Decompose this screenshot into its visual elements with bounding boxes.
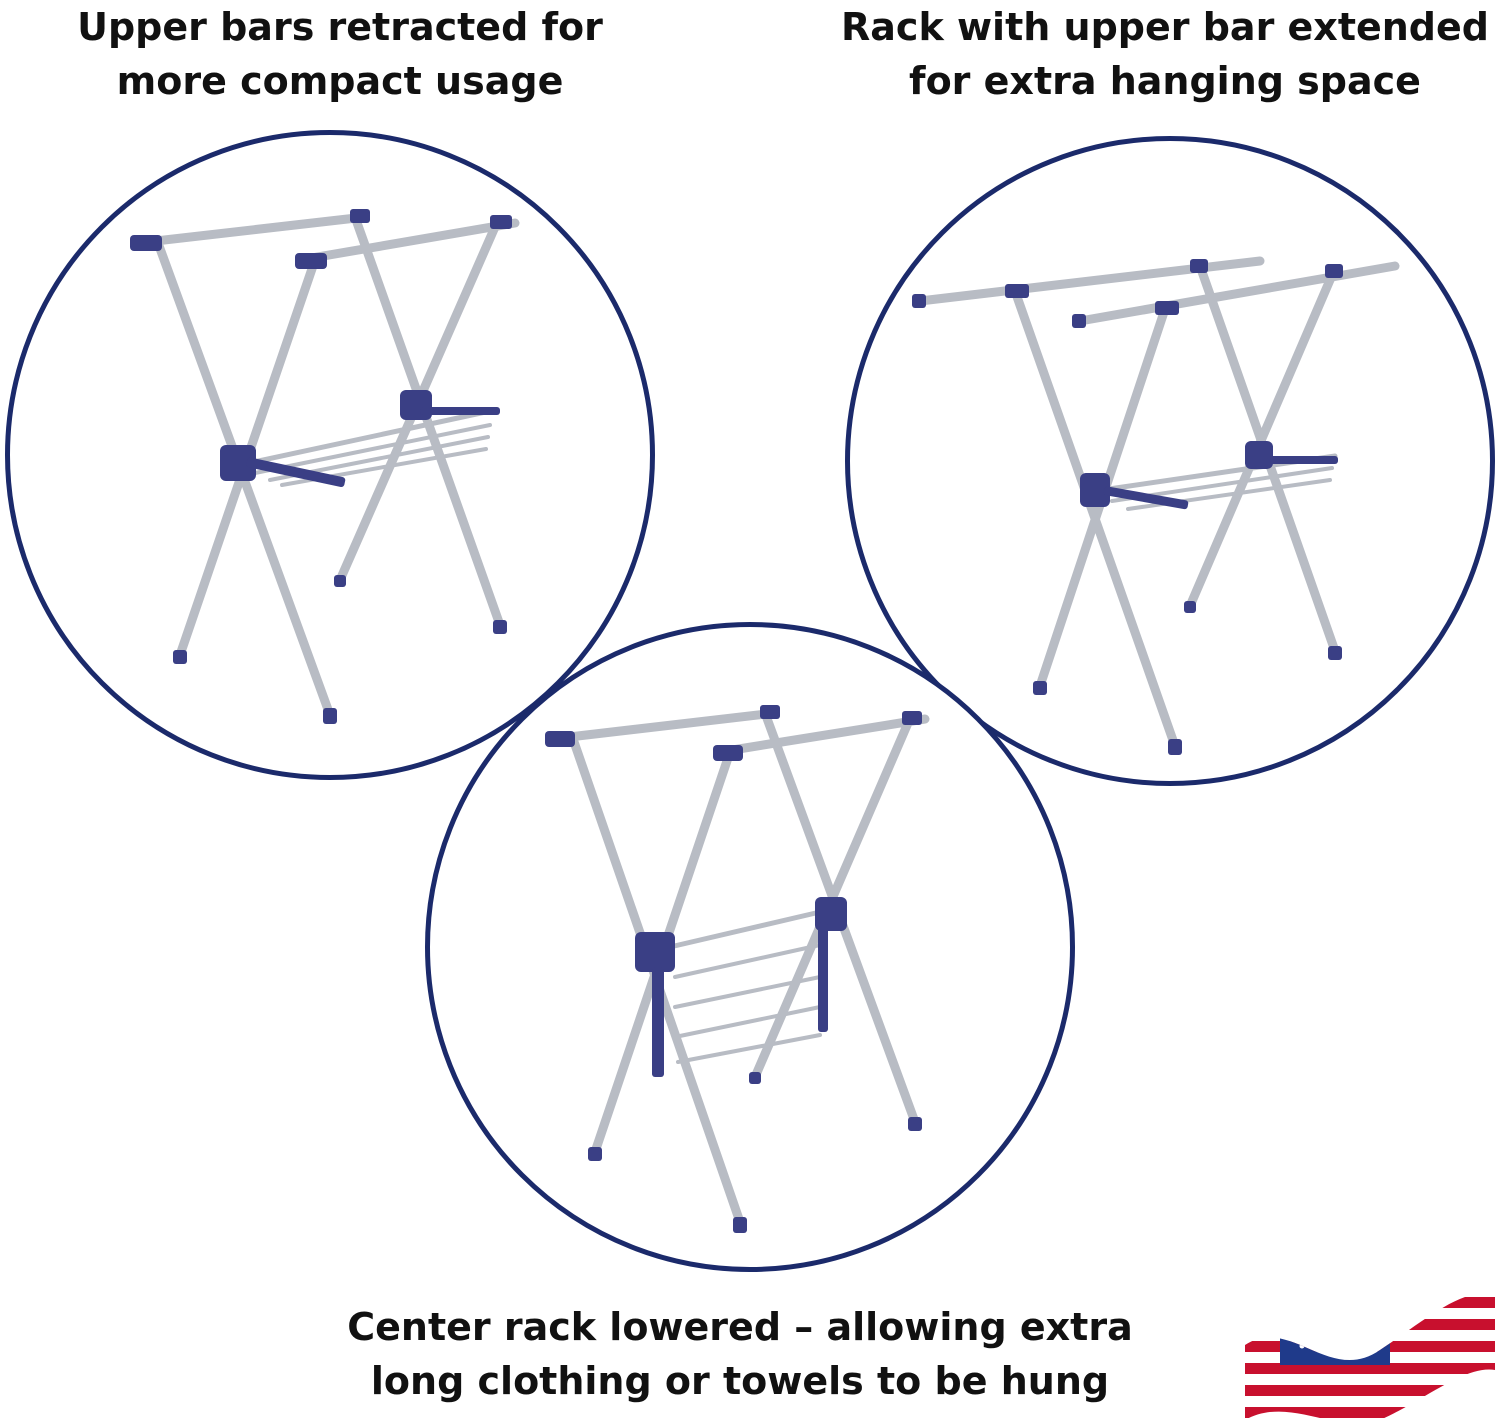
us-flag-icon (1245, 1293, 1495, 1420)
drying-rack-lowered-icon (545, 705, 930, 1233)
caption-extended: Rack with upper bar extended for extra h… (830, 0, 1500, 108)
caption-lowered: Center rack lowered – allowing extra lon… (300, 1300, 1180, 1408)
rack-extended-panel (845, 136, 1495, 786)
caption-line: more compact usage (116, 59, 564, 103)
caption-line: for extra hanging space (909, 59, 1421, 103)
rack-retracted-panel (5, 130, 655, 780)
drying-rack-extended-icon (912, 256, 1400, 755)
caption-line: Upper bars retracted for (77, 5, 603, 49)
caption-line: Rack with upper bar extended (841, 5, 1489, 49)
caption-line: Center rack lowered – allowing extra (347, 1305, 1133, 1349)
rack-lowered-panel (425, 622, 1075, 1272)
drying-rack-retracted-icon (130, 209, 520, 724)
caption-retracted: Upper bars retracted for more compact us… (40, 0, 640, 108)
caption-line: long clothing or towels to be hung (370, 1359, 1110, 1403)
